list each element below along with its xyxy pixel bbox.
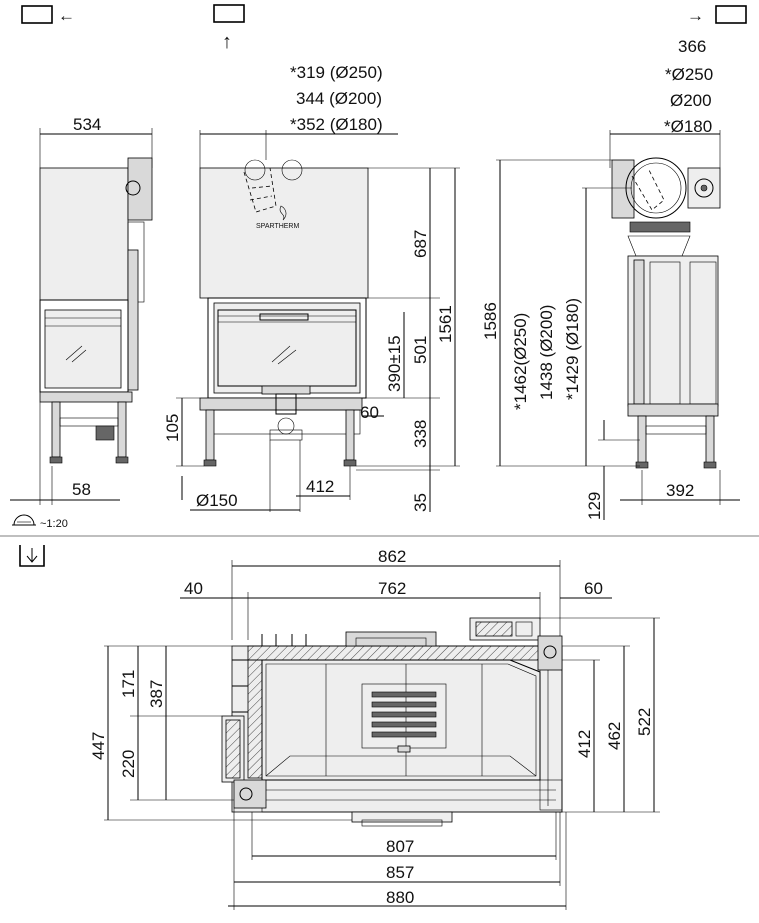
top-view-icon	[19, 545, 45, 567]
dim-1438: 1438 (Ø200)	[537, 305, 556, 400]
flue-height-200: 344 (Ø200)	[296, 89, 382, 108]
dim-1561: 1561	[436, 305, 455, 343]
svg-text:→: →	[687, 6, 704, 25]
dim-1462: *1462(Ø250)	[511, 313, 530, 410]
front-view: *319 (Ø250) 344 (Ø200) *352 (Ø180) SPART…	[163, 63, 460, 512]
dim-150: Ø150	[196, 491, 238, 510]
plan-view: 862 40 762 60	[89, 547, 660, 910]
dim-862: 862	[378, 547, 406, 566]
dim-412: 412	[575, 730, 594, 758]
left-side-view: 534 58	[10, 115, 153, 505]
dim-857: 857	[386, 863, 414, 882]
svg-text:↑: ↑	[222, 31, 232, 53]
dim-447: 447	[89, 732, 108, 760]
flue-height-180: *352 (Ø180)	[290, 115, 383, 134]
dim-762: 762	[378, 579, 406, 598]
dim-534: 534	[73, 115, 101, 134]
left-view-icon: ←	[21, 5, 75, 25]
svg-text:~1:20: ~1:20	[40, 518, 68, 530]
dim-220: 220	[119, 750, 138, 778]
dim-687: 687	[411, 230, 430, 258]
flue-spec-250: *Ø250	[665, 65, 713, 84]
dim-807: 807	[386, 837, 414, 856]
dim-1586: 1586	[481, 302, 500, 340]
front-view-icon: ↑	[213, 4, 245, 53]
dim-462: 462	[605, 722, 624, 750]
dim-412: 412	[306, 477, 334, 496]
dim-171: 171	[119, 670, 138, 698]
scale-indicator: ~1:20	[12, 514, 68, 530]
dim-60: 60	[360, 403, 379, 422]
flue-spec-180: *Ø180	[664, 117, 712, 136]
flue-spec-366: 366	[678, 37, 706, 56]
svg-text:←: ←	[58, 6, 75, 25]
dim-880: 880	[386, 888, 414, 907]
dim-390: 390±15	[385, 335, 404, 392]
dim-58: 58	[72, 480, 91, 499]
right-side-view: 366 *Ø250 Ø200 *Ø180 1586	[481, 37, 740, 520]
dim-129: 129	[585, 492, 604, 520]
dim-40: 40	[184, 579, 203, 598]
dim-387: 387	[147, 680, 166, 708]
dim-1429: *1429 (Ø180)	[563, 298, 582, 400]
spartherm-logo: SPARTHERM	[256, 223, 299, 230]
flue-height-250: *319 (Ø250)	[290, 63, 383, 82]
dim-105: 105	[163, 414, 182, 442]
dim-522: 522	[635, 708, 654, 736]
dim-35: 35	[411, 493, 430, 512]
right-view-icon: →	[687, 5, 747, 25]
dim-501: 501	[411, 336, 430, 364]
dim-392: 392	[666, 481, 694, 500]
dim-60: 60	[584, 579, 603, 598]
dim-338: 338	[411, 420, 430, 448]
flue-spec-200: Ø200	[670, 91, 712, 110]
